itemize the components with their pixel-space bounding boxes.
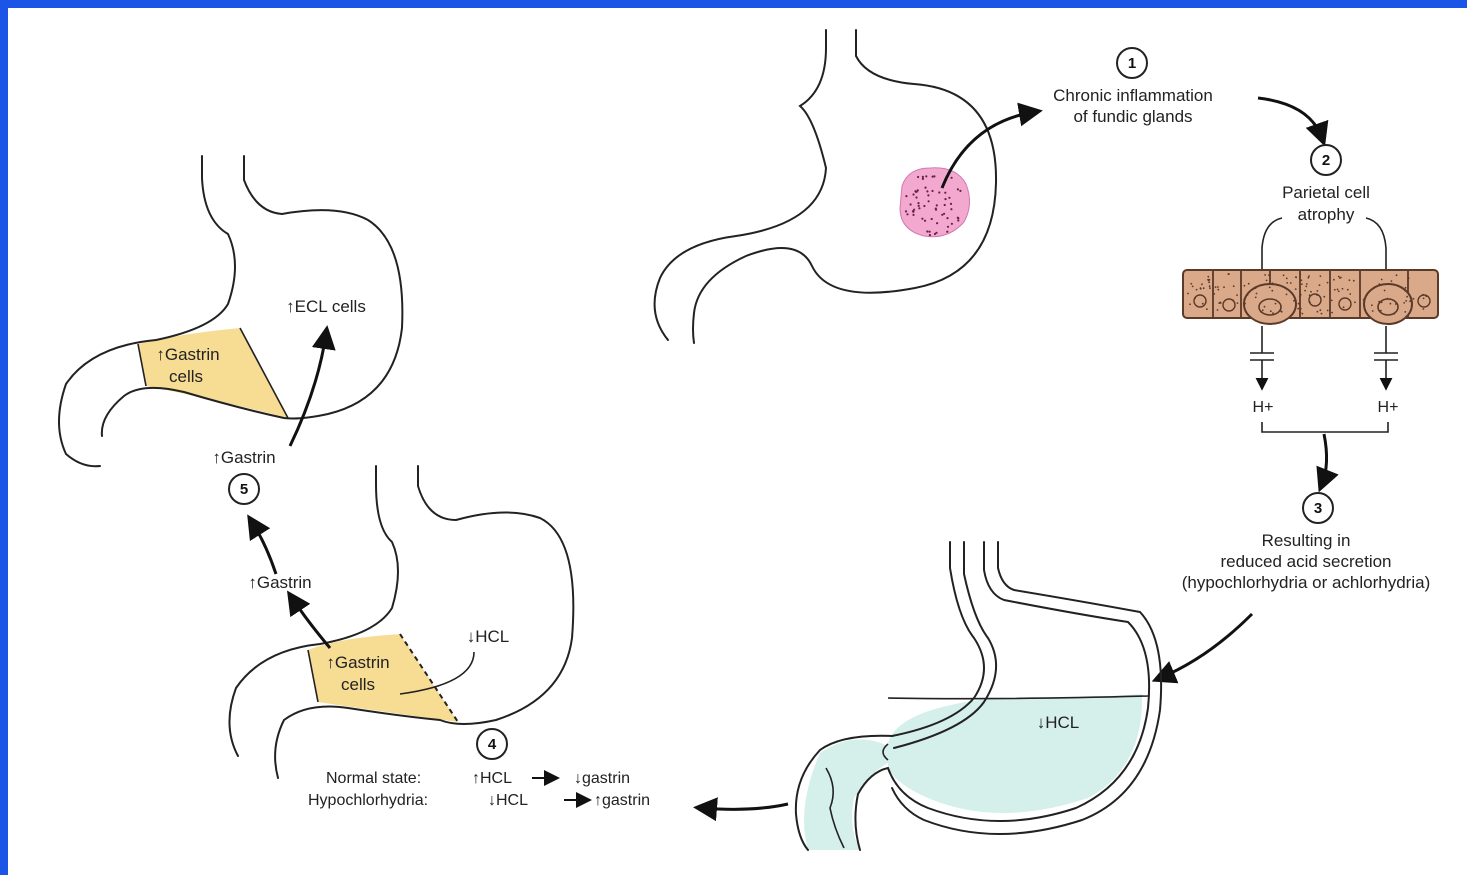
step-1: 1 Chronic inflammation of fundic glands	[1053, 48, 1213, 126]
arrow-1-to-2	[1258, 98, 1322, 138]
arrow-3-to-stomach	[1160, 614, 1252, 678]
normal-state-label: Normal state:	[326, 770, 421, 787]
hydrogen-ion-left: H+	[1253, 399, 1274, 416]
step-5-number: 5	[240, 481, 248, 498]
step-3-line2: reduced acid secretion	[1220, 552, 1391, 571]
inflammation-spot	[900, 168, 970, 237]
step-3-line1: Resulting in	[1262, 531, 1351, 550]
step-3: 3 Resulting in reduced acid secretion (h…	[1182, 493, 1431, 592]
step-2: 2 Parietal cell atrophy	[1183, 145, 1438, 432]
step-2-line2: atrophy	[1298, 205, 1355, 224]
arrow-to-ecl	[290, 334, 326, 446]
step-2-number: 2	[1322, 152, 1330, 169]
arrow-2-to-3	[1322, 434, 1327, 484]
arrow-to-5	[252, 522, 276, 574]
gastritis-pathway-diagram: 1 Chronic inflammation of fundic glands …	[8, 8, 1467, 875]
diagram-frame: 1 Chronic inflammation of fundic glands …	[8, 8, 1467, 875]
ecl-cells-label: ↑ECL cells	[286, 297, 366, 316]
mid-gastrin-cells-line2: cells	[341, 675, 375, 694]
step-1-line1: Chronic inflammation	[1053, 86, 1213, 105]
stomach-gastrin-increase: ↑Gastrin cells ↓HCL	[229, 466, 573, 778]
blocked-secretion-right	[1374, 326, 1398, 386]
step-2-line1: Parietal cell	[1282, 183, 1370, 202]
step-3-line3: (hypochlorhydria or achlorhydria)	[1182, 573, 1431, 592]
blocked-secretion-left	[1250, 326, 1274, 386]
hypo-gastrin-up: ↑gastrin	[594, 792, 650, 809]
arrow-gastrin-up	[292, 598, 330, 648]
normal-hcl-up: ↑HCL	[472, 770, 512, 787]
normal-gastrin-down: ↓gastrin	[574, 770, 630, 787]
hydrogen-ion-right: H+	[1378, 399, 1399, 416]
step-4: 4 Normal state: ↑HCL ↓gastrin Hypochlorh…	[308, 729, 650, 809]
stomach-low-acid: ↓HCL	[796, 542, 1161, 850]
step-1-number: 1	[1128, 55, 1136, 72]
step-5: 5	[229, 474, 259, 504]
fluid-hcl-label: ↓HCL	[1037, 713, 1080, 732]
stomach-inflamed	[655, 30, 1034, 343]
top-gastrin-cells-line1: ↑Gastrin	[156, 345, 219, 364]
step-3-number: 3	[1314, 500, 1322, 517]
mid-gastrin-cells-line1: ↑Gastrin	[326, 653, 389, 672]
hypochlorhydria-label: Hypochlorhydria:	[308, 792, 428, 809]
mid-gastrin-label: ↑Gastrin	[248, 573, 311, 592]
stomach-ecl-increase: ↑Gastrin cells ↑ECL cells	[59, 156, 402, 466]
top-gastrin-cells-line2: cells	[169, 367, 203, 386]
step-4-number: 4	[488, 736, 497, 753]
top-gastrin-label: ↑Gastrin	[212, 448, 275, 467]
mid-hcl-label: ↓HCL	[467, 627, 510, 646]
arrow-stomach-to-4	[702, 804, 788, 809]
hypo-hcl-down: ↓HCL	[488, 792, 528, 809]
step-1-line2: of fundic glands	[1073, 107, 1192, 126]
parietal-cell-row	[1183, 270, 1438, 324]
